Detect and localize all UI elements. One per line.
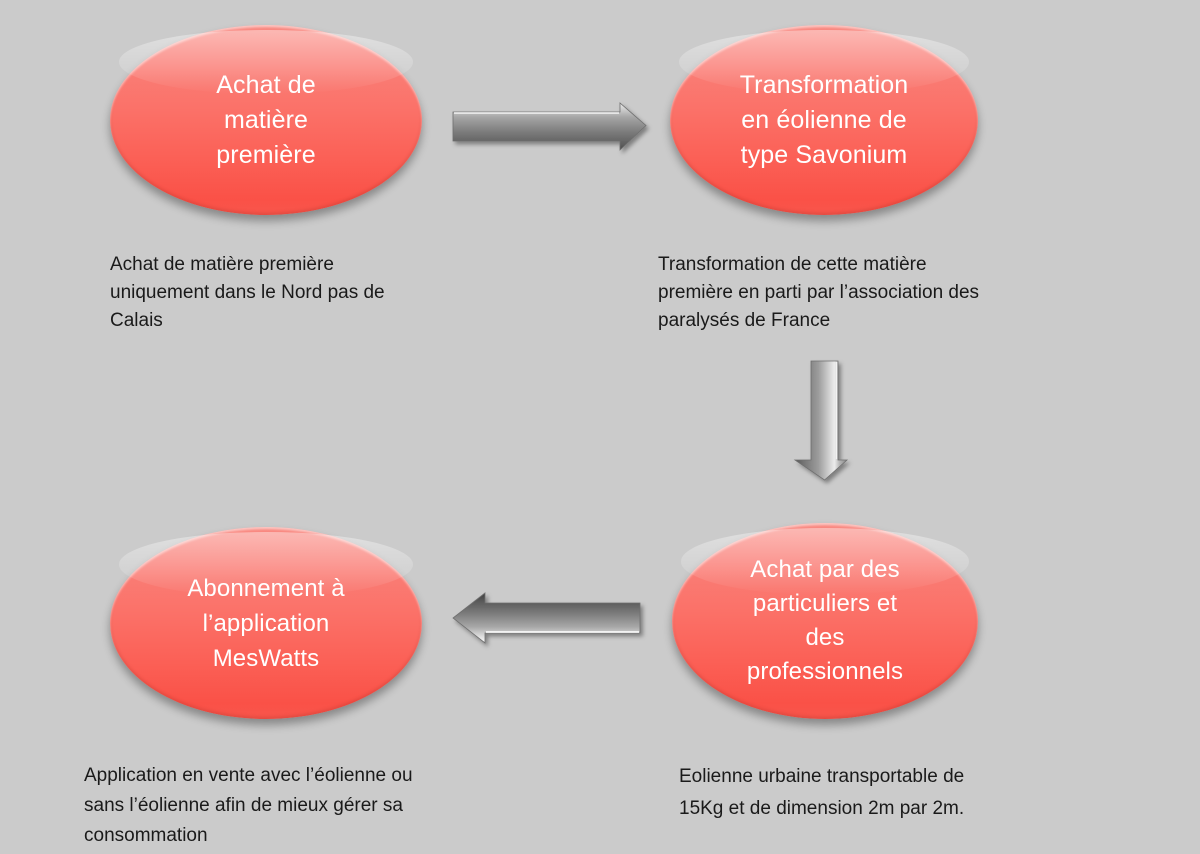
arrow-right-icon [450, 98, 650, 160]
node-raw-material-label: Achat de matière première [216, 70, 316, 169]
node-transformation[interactable]: Transformation en éolienne de type Savon… [670, 25, 978, 215]
arrow-down-icon [790, 358, 850, 484]
node-buyers[interactable]: Achat par des particuliers et des profes… [672, 523, 978, 719]
caption-subscription: Application en vente avec l’éolienne ou … [84, 765, 413, 846]
node-transformation-label: Transformation en éolienne de type Savon… [739, 70, 909, 169]
caption-buyers: Eolienne urbaine transportable de 15Kg e… [679, 766, 965, 819]
node-raw-material[interactable]: Achat de matière première [110, 25, 422, 215]
node-subscription[interactable]: Abonnement à l’application MesWatts [110, 527, 422, 719]
arrow-left-icon [443, 582, 643, 654]
node-buyers-label: Achat par des particuliers et des profes… [746, 556, 904, 685]
caption-raw-material: Achat de matière première uniquement dan… [110, 254, 385, 331]
node-subscription-label: Abonnement à l’application MesWatts [187, 574, 345, 672]
caption-transformation: Transformation de cette matière première… [658, 254, 980, 331]
